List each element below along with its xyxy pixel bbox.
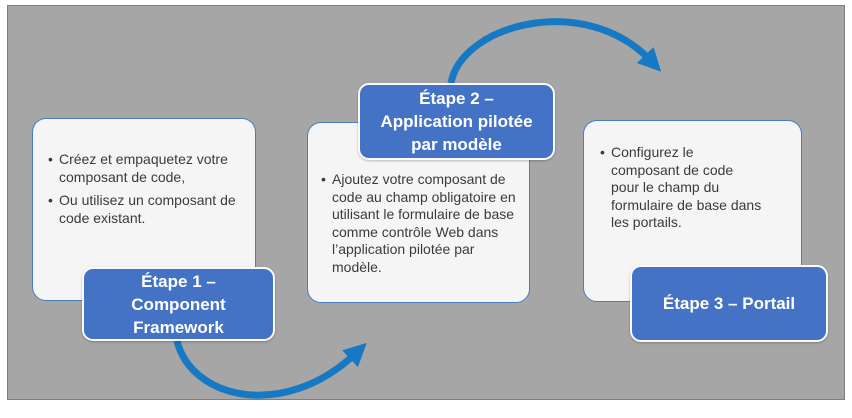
step3-bullet-1: • Configurez le composant de code pour l…: [600, 144, 762, 232]
step3-card-body: • Configurez le composant de code pour l…: [600, 144, 762, 232]
step2-bullet-1-text: Ajoutez votre composant de code au champ…: [332, 171, 516, 275]
step1-bullet-2-text: Ou utilisez un composant de code existan…: [59, 192, 236, 226]
bullet-icon: •: [321, 171, 326, 187]
step3-label: Étape 3 – Portail: [630, 265, 828, 342]
step1-bullet-2: • Ou utilisez un composant de code exist…: [48, 192, 244, 227]
bullet-icon: •: [48, 192, 53, 208]
step2-label: Étape 2 – Application pilotée par modèle: [358, 83, 555, 160]
step2-bullet-1: • Ajoutez votre composant de code au cha…: [321, 171, 521, 276]
step1-card-body: • Créez et empaquetez votre composant de…: [48, 151, 244, 227]
step1-label: Étape 1 – Component Framework: [82, 267, 275, 341]
bullet-icon: •: [600, 144, 605, 160]
step1-bullet-1: • Créez et empaquetez votre composant de…: [48, 151, 244, 186]
bullet-icon: •: [48, 151, 53, 167]
step3-bullet-1-text: Configurez le composant de code pour le …: [611, 144, 762, 230]
step2-card-body: • Ajoutez votre composant de code au cha…: [321, 171, 521, 276]
step1-bullet-1-text: Créez et empaquetez votre composant de c…: [59, 151, 228, 185]
